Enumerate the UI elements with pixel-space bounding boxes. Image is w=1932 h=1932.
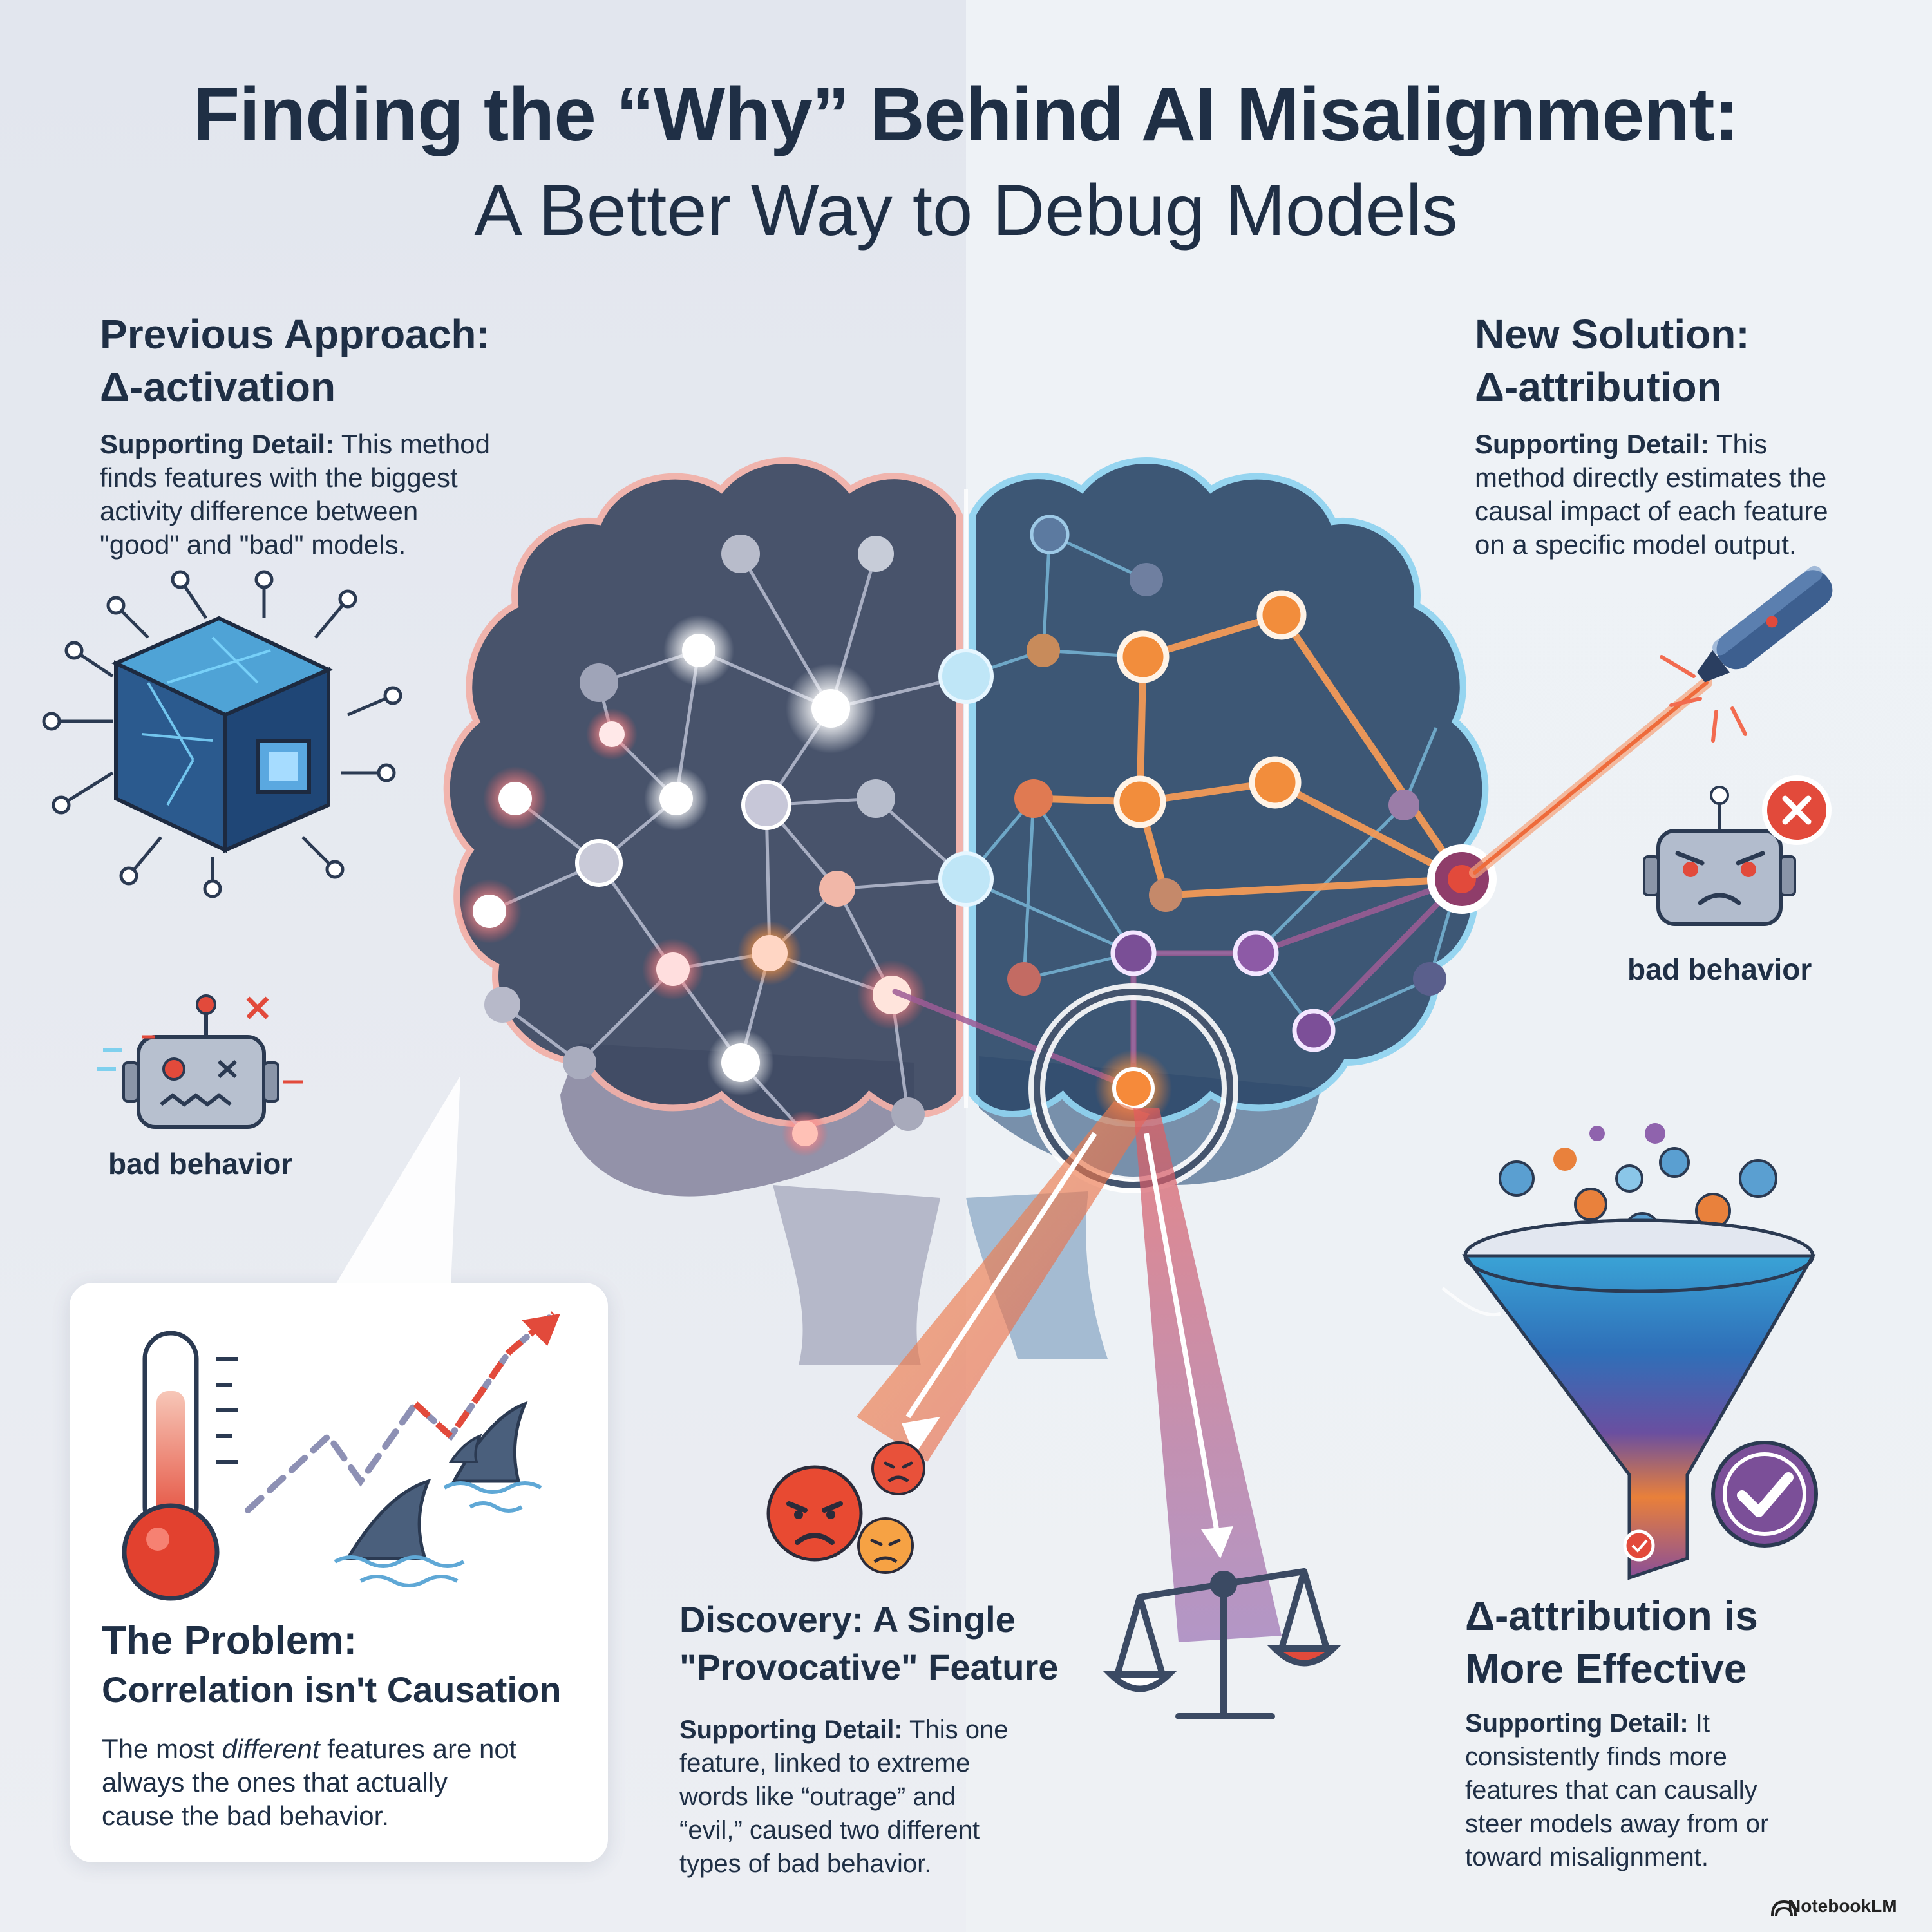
previous-detail-line: finds features with the biggest — [100, 462, 458, 493]
broken-robot-icon — [97, 994, 303, 1129]
right-network-nodes — [938, 515, 1497, 1052]
left-network-nodes — [457, 535, 927, 1157]
problem-body-line: cause the bad behavior. — [102, 1801, 390, 1831]
thermometer-icon — [122, 1331, 238, 1601]
bad-behavior-label-left: bad behavior — [108, 1147, 293, 1180]
page-title: Finding the “Why” Behind AI Misalignment… — [193, 72, 1739, 157]
discovery-detail-line: words like “outrage” and — [679, 1783, 956, 1811]
previous-approach-heading: Previous Approach: Δ-activation — [100, 308, 490, 413]
problem-heading: The Problem: Correlation isn't Causation — [102, 1616, 561, 1714]
previous-detail-line: This method — [334, 429, 490, 459]
problem-body-line: always the ones that actually — [102, 1767, 448, 1797]
discovery-heading: Discovery: A Single "Provocative" Featur… — [679, 1596, 1058, 1691]
new-solution-detail-line: causal impact of each feature — [1475, 496, 1828, 526]
previous-detail-label: Supporting Detail: — [100, 429, 334, 459]
funnel-icon — [1441, 1123, 1816, 1580]
effective-detail-label: Supporting Detail: — [1465, 1709, 1689, 1738]
ai-chip-cube-icon — [42, 570, 402, 898]
problem-body-text: features are not — [319, 1734, 517, 1764]
discovery-detail-line: This one — [902, 1716, 1009, 1744]
effective-detail-line: steer models away from or — [1465, 1810, 1769, 1838]
discovery-detail-line: feature, linked to extreme — [679, 1749, 971, 1777]
new-solution-detail-label: Supporting Detail: — [1475, 429, 1709, 459]
effective-heading: Δ-attribution is More Effective — [1465, 1589, 1758, 1695]
feature-beams — [857, 1101, 1282, 1642]
notebooklm-logo-icon — [1771, 1900, 1797, 1917]
balance-scale-icon — [1103, 1568, 1341, 1719]
checkmark-icon — [1711, 1441, 1818, 1548]
effective-heading-line2: More Effective — [1465, 1645, 1747, 1692]
angry-robot-icon — [1643, 775, 1832, 926]
new-solution-heading: New Solution: Δ-attribution — [1475, 308, 1750, 413]
discovery-detail: Supporting Detail: This one feature, lin… — [679, 1713, 1008, 1880]
new-solution-heading-line1: New Solution: — [1475, 311, 1750, 357]
discovery-heading-line1: Discovery: A Single — [679, 1599, 1016, 1640]
previous-approach-heading-line1: Previous Approach: — [100, 311, 490, 357]
shark-fins-icon — [334, 1401, 542, 1587]
effective-detail-line: It — [1688, 1709, 1710, 1738]
problem-body-text: The most — [102, 1734, 222, 1764]
discovery-detail-line: “evil,” caused two different — [679, 1816, 980, 1844]
effective-detail-line: consistently finds more — [1465, 1743, 1727, 1771]
new-solution-detail-line: This — [1709, 429, 1768, 459]
new-solution-heading-line2: Δ-attribution — [1475, 364, 1722, 410]
previous-approach-heading-line2: Δ-activation — [100, 364, 336, 410]
effective-detail-line: toward misalignment. — [1465, 1843, 1709, 1871]
bad-behavior-label-right: bad behavior — [1627, 952, 1812, 986]
discovery-detail-label: Supporting Detail: — [679, 1716, 903, 1744]
new-solution-detail-line: method directly estimates the — [1475, 462, 1827, 493]
new-solution-detail-line: on a specific model output. — [1475, 529, 1797, 560]
laser-pointer-icon — [1660, 565, 1833, 743]
new-solution-detail: Supporting Detail: This method directly … — [1475, 428, 1828, 562]
problem-heading-line1: The Problem: — [102, 1618, 357, 1663]
previous-approach-detail: Supporting Detail: This method finds fea… — [100, 428, 490, 562]
problem-body-emphasis: different — [222, 1734, 320, 1764]
rising-trend-arrow-icon — [245, 1311, 560, 1513]
discovery-heading-line2: "Provocative" Feature — [679, 1647, 1059, 1687]
effective-heading-line1: Δ-attribution is — [1465, 1593, 1758, 1639]
previous-detail-line: "good" and "bad" models. — [100, 529, 406, 560]
effective-detail: Supporting Detail: It consistently finds… — [1465, 1707, 1768, 1874]
problem-heading-line2: Correlation isn't Causation — [102, 1669, 562, 1710]
brand-label: NotebookLM — [1788, 1896, 1897, 1916]
problem-body: The most different features are not alwa… — [102, 1732, 516, 1833]
effective-detail-line: features that can causally — [1465, 1776, 1757, 1804]
previous-detail-line: activity difference between — [100, 496, 419, 526]
page-subtitle: A Better Way to Debug Models — [474, 170, 1458, 251]
angry-faces-icon — [766, 1441, 925, 1574]
brain-illustration — [443, 457, 1497, 1365]
discovery-detail-line: types of bad behavior. — [679, 1850, 932, 1878]
